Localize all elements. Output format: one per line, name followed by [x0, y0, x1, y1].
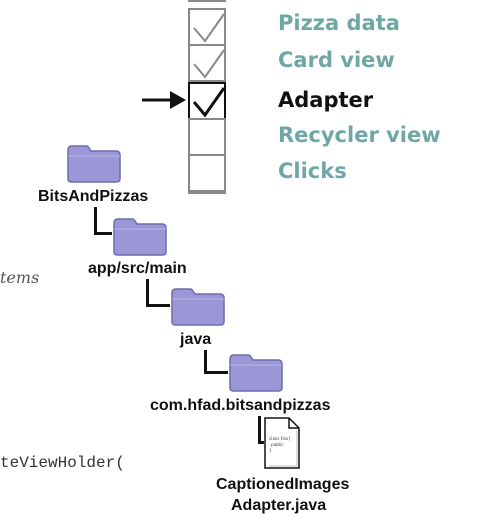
checkbox-adapter: [188, 82, 226, 120]
checklist-label-clicks: Clicks: [278, 159, 347, 183]
tree-connector: [204, 350, 228, 374]
java-file-icon: class Foo{ public }: [264, 417, 300, 469]
checklist-label-card-view: Card view: [278, 48, 395, 72]
folder-label-app-src-main: app/src/main: [88, 260, 187, 277]
checkbox-card-view: [188, 44, 226, 82]
checkbox-clicks: [188, 154, 226, 192]
folder-label-bitsandpizzas: BitsAndPizzas: [38, 188, 149, 205]
file-label-line1: CaptionedImages: [216, 476, 350, 493]
handwritten-annotation-fragment: tems: [0, 268, 40, 287]
file-icon-code-text: class Foo{: [269, 436, 291, 441]
checkbox-recycler-view: [188, 118, 226, 156]
folder-icon: [66, 140, 122, 184]
file-label-line2: Adapter.java: [231, 497, 327, 514]
checklist-top-line: [188, 0, 226, 2]
folder-icon: [228, 349, 284, 393]
check-mark-icon: [193, 13, 225, 43]
file-icon-code-text: }: [269, 448, 272, 453]
check-mark-icon: [192, 87, 226, 118]
checkbox-pizza-data: [188, 8, 226, 46]
checklist-bottom-line: [188, 192, 226, 194]
check-mark-icon: [193, 49, 225, 79]
file-icon-code-text: public: [271, 442, 284, 447]
folder-icon: [170, 283, 226, 327]
checklist-label-pizza-data: Pizza data: [278, 11, 400, 35]
folder-icon: [112, 213, 168, 257]
tree-connector: [146, 279, 170, 307]
code-snippet-fragment: teViewHolder(: [0, 454, 125, 472]
folder-label-java: java: [180, 331, 212, 348]
current-step-arrow-icon: [142, 91, 186, 109]
progress-checklist-boxes: [188, 0, 228, 198]
tree-connector: [258, 416, 264, 444]
folder-label-com-hfad-bitsandpizzas: com.hfad.bitsandpizzas: [150, 397, 331, 414]
checklist-label-adapter: Adapter: [278, 88, 374, 112]
tree-connector: [94, 207, 112, 235]
checklist-label-recycler-view: Recycler view: [278, 123, 441, 147]
